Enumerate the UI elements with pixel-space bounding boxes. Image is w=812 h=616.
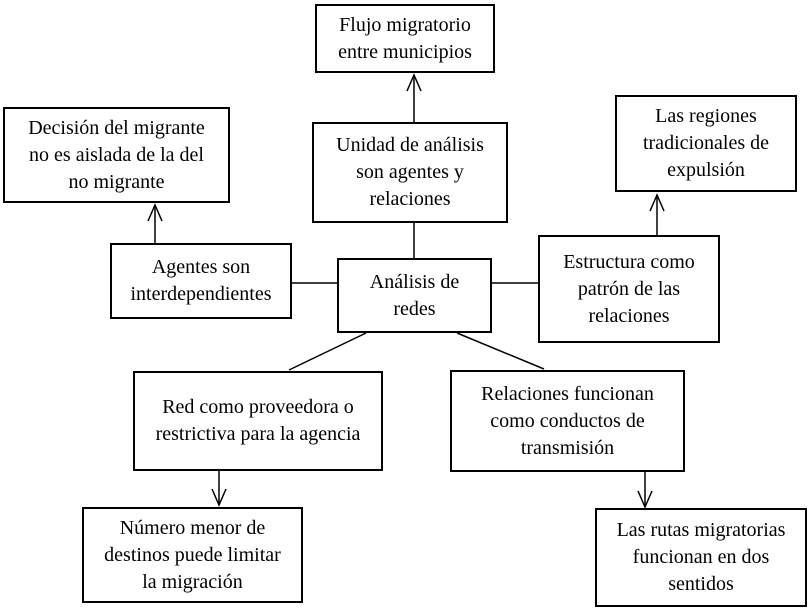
node-label: Decisión del migrante no es aislada de l… — [28, 116, 205, 193]
node-relaciones-conductos: Relaciones funcionan como conductos de t… — [450, 370, 685, 472]
node-decision-migrante: Decisión del migrante no es aislada de l… — [3, 107, 230, 203]
edge-analisis-relaciones — [456, 332, 545, 370]
edge-unidad-flujo — [406, 73, 422, 122]
edge-red-numero — [211, 471, 227, 507]
edge-agentes-decision — [147, 203, 163, 243]
arrowhead-down-icon — [637, 490, 653, 509]
node-analisis-de-redes: Análisis de redes — [337, 258, 492, 333]
node-label: Las rutas migratorias funcionan en dos s… — [616, 519, 786, 595]
node-label: Red como proveedora o restrictiva para l… — [155, 396, 361, 445]
node-estructura-patron: Estructura como patrón de las relaciones — [538, 235, 720, 343]
node-regiones-expulsion: Las regiones tradicionales de expulsión — [615, 95, 797, 192]
node-label: Análisis de redes — [369, 270, 460, 320]
arrowhead-down-icon — [211, 488, 227, 507]
node-label: Número menor de destinos puede limitar l… — [104, 516, 281, 593]
edge-analisis-red — [288, 332, 367, 371]
edge-estructura-regiones — [649, 193, 665, 235]
node-label: Estructura como patrón de las relaciones — [563, 250, 695, 327]
arrowhead-up-icon — [649, 193, 665, 212]
node-agentes-interdependientes: Agentes son interdependientes — [110, 243, 292, 319]
node-label: Flujo migratorio entre municipios — [338, 13, 472, 63]
node-label: Agentes son interdependientes — [130, 256, 272, 305]
edge-relaciones-rutas — [637, 472, 653, 509]
node-flujo-migratorio: Flujo migratorio entre municipios — [315, 4, 495, 73]
node-label: Relaciones funcionan como conductos de t… — [481, 382, 654, 459]
node-rutas-migratorias: Las rutas migratorias funcionan en dos s… — [595, 508, 807, 607]
arrowhead-up-icon — [147, 203, 163, 222]
node-label: Unidad de análisis son agentes y relacio… — [336, 134, 484, 210]
node-unidad-analisis: Unidad de análisis son agentes y relacio… — [312, 122, 508, 223]
node-red-proveedora: Red como proveedora o restrictiva para l… — [133, 371, 383, 471]
arrowhead-up-icon — [406, 73, 422, 92]
node-numero-menor-destinos: Número menor de destinos puede limitar l… — [82, 507, 303, 603]
node-label: Las regiones tradicionales de expulsión — [642, 105, 770, 181]
